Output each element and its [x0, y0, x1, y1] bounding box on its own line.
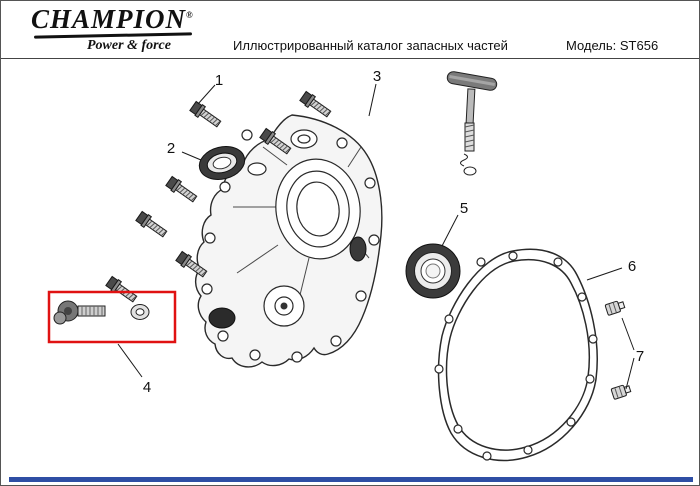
callout-label-3: 3	[373, 68, 381, 85]
bolt-icon	[104, 275, 140, 305]
footer-bar	[9, 477, 693, 482]
model-label: Модель: ST656	[566, 38, 659, 53]
footer-accent-bar	[9, 477, 693, 482]
leader-line-2	[181, 151, 202, 161]
callout-label-5: 5	[460, 200, 468, 217]
brand-tagline: Power & force	[87, 37, 171, 53]
page-header: CHAMPION® Power & force Иллюстрированный…	[1, 1, 699, 59]
dipstick	[446, 71, 498, 176]
gasket	[434, 248, 598, 462]
oil-seal	[198, 146, 246, 180]
bearing	[405, 243, 461, 299]
drain-washer	[130, 304, 150, 320]
callout-label-6: 6	[628, 258, 636, 275]
bolt-icon	[164, 175, 200, 205]
callout-label-1: 1	[215, 72, 223, 89]
plug-icon	[604, 298, 627, 316]
callout-label-7: 7	[636, 348, 644, 365]
brand-logo: CHAMPION® Power & force	[31, 6, 211, 53]
parts-diagram: 1 2 3 4 5 6 7	[47, 68, 644, 462]
crankcase-cover	[194, 114, 383, 368]
bolt-icon	[188, 100, 224, 130]
bolt-icon	[298, 90, 334, 120]
callout-label-4: 4	[143, 379, 151, 396]
plug-icon	[610, 382, 633, 400]
page-title: Иллюстрированный каталог запасных частей	[233, 38, 508, 53]
registered-mark: ®	[186, 10, 194, 20]
leader-line-1	[197, 84, 216, 105]
brand-wordmark: CHAMPION	[31, 4, 187, 34]
leader-line-6	[586, 267, 623, 281]
leader-line-7a	[621, 317, 635, 351]
bolt-icon	[134, 210, 170, 240]
drain-plug	[53, 300, 106, 325]
leader-line-4	[117, 343, 143, 378]
leader-line-5	[441, 214, 459, 247]
highlight-box	[47, 290, 177, 344]
leader-line-7b	[625, 357, 635, 390]
leader-line-3	[368, 83, 377, 117]
brand-name: CHAMPION®	[31, 6, 211, 33]
callout-label-2: 2	[167, 140, 175, 157]
